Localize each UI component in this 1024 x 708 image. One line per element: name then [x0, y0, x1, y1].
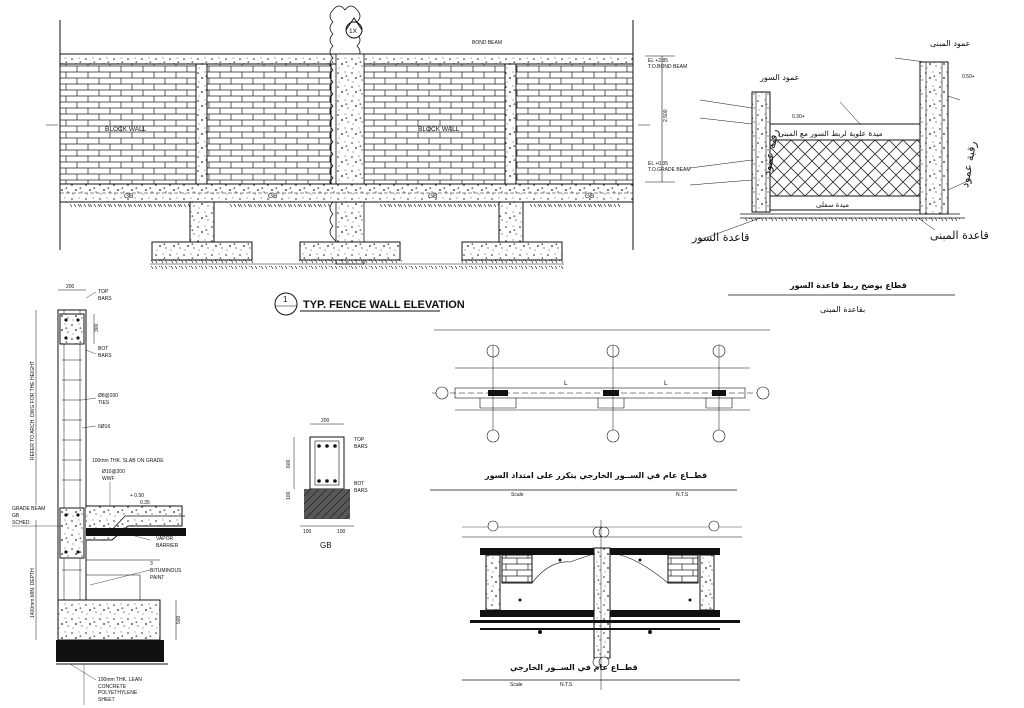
block-wall-panel [363, 63, 506, 185]
bond-beam-label: BOND BEAM [472, 40, 502, 46]
lower-beam: ميدة سفلى [816, 201, 849, 209]
ties-label: Ø8@200 [98, 393, 118, 399]
level-2: 0.35 [140, 500, 150, 506]
gb-section: 200 600 100 100 100 TOP BARS BOT BARS GB [286, 418, 368, 550]
detail-title-1: قطاع يوضح ربط قاعدة السور [789, 281, 907, 290]
el-top: EL +2.85 [648, 58, 668, 64]
gb-base: 100 [286, 491, 292, 500]
bottom-section-title: قطــاع عام في الســور الخارجي [510, 663, 638, 672]
elevation-title: TYP. FENCE WALL ELEVATION [303, 299, 465, 311]
gb-label: GB [428, 193, 437, 200]
level-b: 0.30+ [792, 114, 805, 120]
col-building-label: عمود المبنى [930, 39, 970, 48]
footing [461, 241, 563, 261]
side-note: REFER TO ARCH. DWG FOR THE HEIGHT [30, 361, 36, 460]
tie-beam-note: ميدة علوية لربط السور مع المبنى [778, 129, 883, 138]
plan-title: قطــاع عام في الســور الخارجي يتكرر على … [484, 471, 707, 480]
level-a: 0.50+ [962, 74, 975, 80]
wwf-label: WWF [102, 476, 115, 482]
wall-section-detail: 200 300 REFER TO ARCH. DWG FOR THE HEIGH… [12, 284, 186, 705]
bottom-scale: Scale [510, 682, 523, 688]
title-marker [274, 292, 298, 316]
width-dim: 200 [66, 284, 75, 290]
foot-dim: 500 [176, 615, 182, 624]
fence-elevation: 1X BOND BEAM BLOCK WALL BLOCK WALL GB GB… [46, 5, 691, 316]
block-wall-panel [206, 63, 332, 185]
vapor-label: VAPOR [156, 536, 174, 542]
grade-beam-label: GRADE BEAM [12, 506, 45, 512]
fence-plan: L L قطــاع عام في الســور الخارجي يتكرر … [430, 329, 770, 498]
gb-top-2: BARS [354, 444, 368, 450]
top-bars: TOP [98, 289, 109, 295]
level-1: + 0.50 [130, 493, 144, 499]
gb-label: GB [124, 193, 133, 200]
footing [151, 241, 253, 261]
depth-note: 1400mm MIN. DEPTH [30, 568, 36, 618]
gb-bot: BOT [354, 481, 364, 487]
gb-left: 100 [303, 529, 312, 535]
block-wall-panel [59, 63, 197, 185]
span-2: L [664, 380, 668, 387]
col-fence-label: عمود السور [759, 73, 799, 82]
lean-4: SHEET [98, 697, 115, 703]
barrier-label: BARRIER [156, 543, 179, 549]
bottom-section: قطــاع عام في الســور الخارجي Scale N.T.… [462, 520, 742, 690]
paint-label: PAINT [150, 575, 164, 581]
gb-title: GB [320, 541, 332, 550]
bot-bars: BOT [98, 346, 108, 352]
coats-label: 3 [150, 561, 153, 567]
gb-tag: GB [12, 513, 20, 519]
foundation-tie-detail: ميدة علوية لربط السور مع المبنى ميدة سفل… [689, 39, 989, 314]
top-bars-2: BARS [98, 296, 112, 302]
gb-label: GB [585, 193, 594, 200]
bituminous-label: BITUMINOUS [150, 568, 182, 574]
foot-building-label: قاعدة المبنى [930, 229, 989, 242]
gb-right: 100 [337, 529, 346, 535]
el-top-note: T.O.BOND BEAM [648, 64, 687, 70]
block-wall-panel [515, 63, 634, 185]
detail-title-2: بقاعدة المبنى [820, 305, 865, 314]
sched-label: SCHED. [12, 520, 31, 526]
vert-bars: 6Ø16 [98, 424, 110, 430]
mesh-label: Ø10@200 [102, 469, 125, 475]
neck-label-right: رقبة عمود [958, 140, 979, 188]
lean-3: POLYETHYLENE [98, 690, 138, 696]
lean-2: CONCRETE [98, 684, 127, 690]
bottom-nts: N.T.S [560, 682, 573, 688]
gb-top: TOP [354, 437, 365, 443]
el-grade-note: T.O.GRADE BEAM [648, 167, 691, 173]
footing [299, 241, 401, 261]
gb-bot-2: BARS [354, 488, 368, 494]
gb-height: 600 [286, 459, 292, 468]
plan-nts: N.T.S [676, 492, 689, 498]
bot-bars-2: BARS [98, 353, 112, 359]
ties-label-2: TIES [98, 400, 110, 406]
block-wall-label: BLOCK WALL [418, 126, 460, 133]
slab-note: 100mm THK. SLAB ON GRADE [92, 458, 164, 464]
gb-width: 200 [321, 418, 330, 424]
title-number: 1 [283, 295, 288, 304]
beam-dim: 300 [94, 323, 100, 332]
el-grade: EL +0.35 [648, 161, 668, 167]
block-wall-label: BLOCK WALL [105, 126, 147, 133]
plan-scale: Scale [511, 492, 524, 498]
dim-height: 2.500 [663, 109, 669, 122]
gb-label: GB [268, 193, 277, 200]
span-1: L [564, 380, 568, 387]
lean-1: 100mm THK. LEAN [98, 677, 142, 683]
section-tag: 1X [349, 28, 358, 35]
foot-fence-label: قاعدة السور [691, 231, 749, 244]
